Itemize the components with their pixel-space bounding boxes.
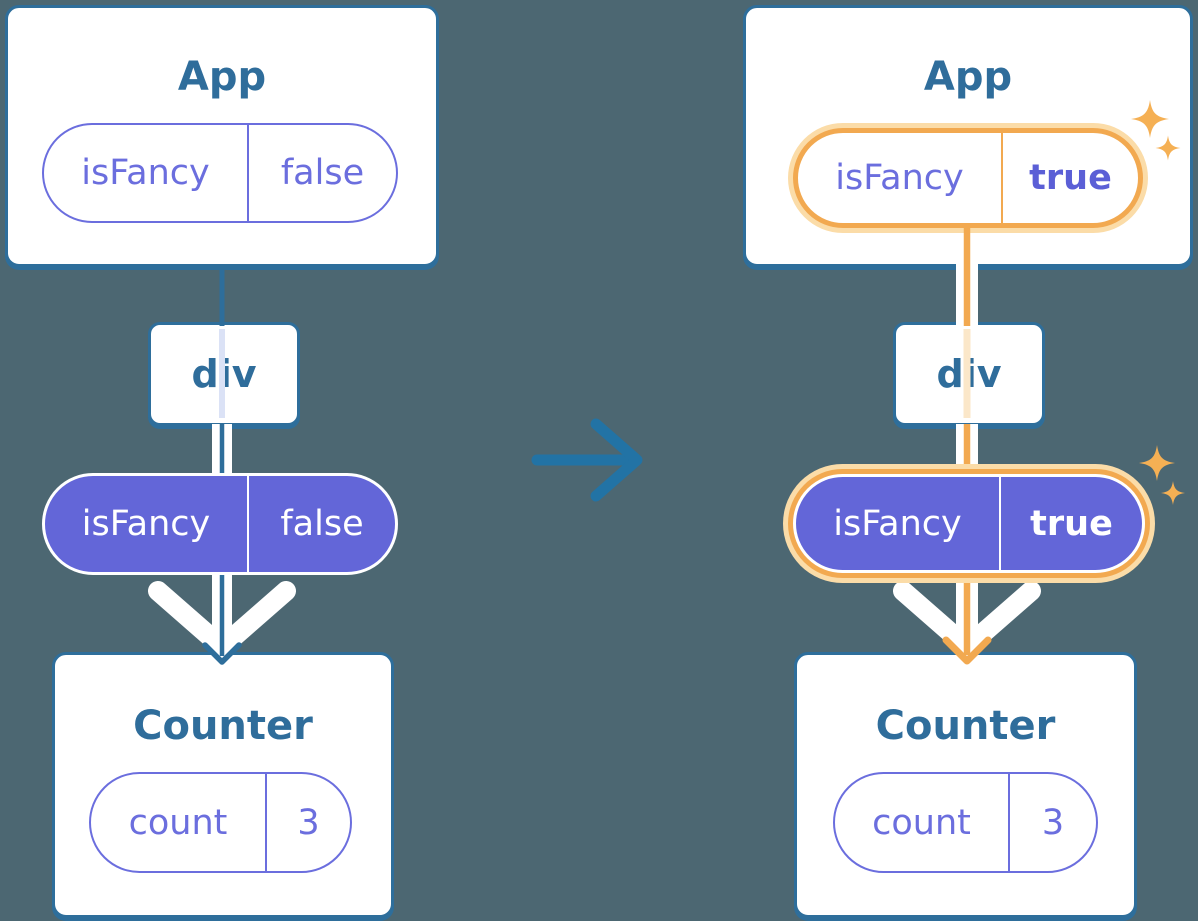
left-passed-prop-pill: isFancy false [42,473,398,575]
left-app-prop-pill: isFancy false [42,123,398,223]
prop-value-cell: true [999,477,1142,570]
down-arrow-icon [893,581,1041,657]
left-counter-card: Counter count 3 [52,652,394,918]
down-arrow-icon [148,581,296,657]
right-div-label: div [936,352,1002,396]
right-app-title: App [923,54,1013,100]
left-div-box: div [148,322,300,426]
left-app-title: App [177,54,267,100]
state-name-cell: count [128,802,228,843]
left-counter-title: Counter [133,703,313,749]
right-counter-title: Counter [875,703,1056,749]
right-div-box: div [893,322,1045,426]
prop-value-cell: true [1001,133,1138,223]
right-app-prop-pill-highlighted: isFancy true [793,128,1143,228]
prop-name-cell: isFancy [81,504,211,544]
right-counter-state-pill: count 3 [833,772,1098,873]
prop-value-cell: false [247,125,396,221]
prop-name-cell: isFancy [81,153,210,193]
right-passed-prop-pill-highlighted: isFancy true [793,474,1145,573]
state-value-cell: 3 [1008,774,1096,871]
right-arrow-icon [531,418,643,502]
sparkle-large [1139,445,1175,481]
left-div-label: div [191,352,257,396]
right-app-card: App isFancy true [743,5,1193,267]
state-name-cell: count [872,802,971,843]
state-value-cell: 3 [265,774,350,871]
sparkle-small [1161,481,1185,505]
prop-name-cell: isFancy [835,158,964,198]
left-counter-state-pill: count 3 [89,772,352,873]
sparkles-icon-bottom [1139,445,1185,505]
prop-name-cell: isFancy [833,503,962,544]
prop-value-cell: false [247,476,395,572]
right-counter-card: Counter count 3 [794,652,1137,918]
left-app-card: App isFancy false [5,5,439,267]
right-flow-connector [893,228,1041,665]
